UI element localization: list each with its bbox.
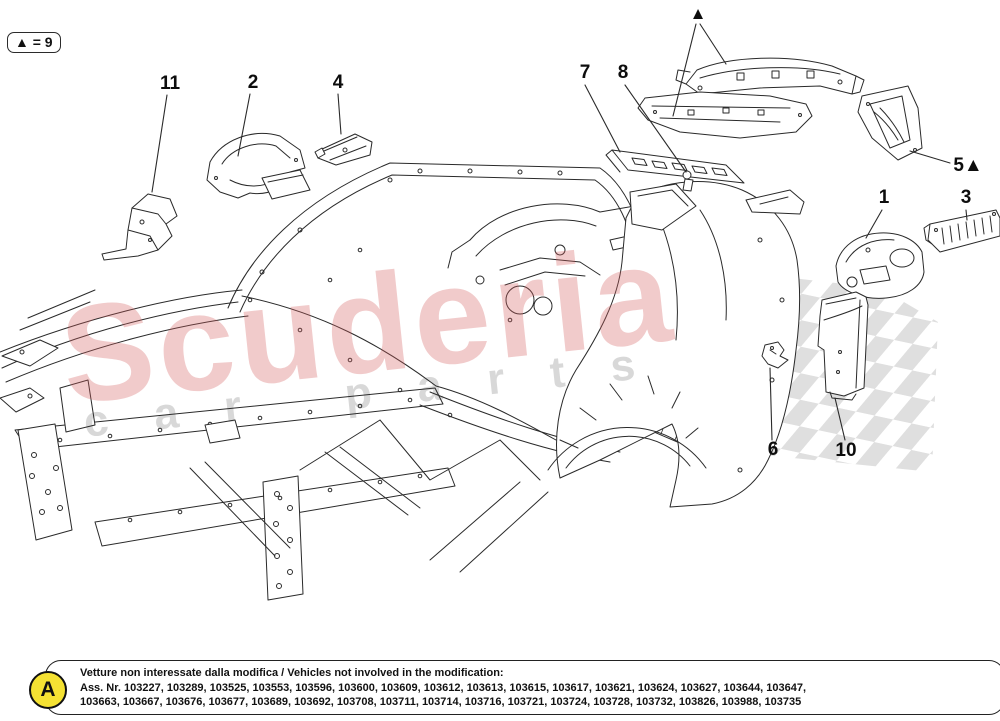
note-line2: Ass. Nr. 103227, 103289, 103525, 103553,… — [80, 681, 807, 694]
part-8-drawing — [682, 170, 694, 192]
rear-fender — [547, 181, 805, 508]
part-11-drawing — [101, 193, 178, 261]
part-1-drawing — [835, 232, 925, 299]
part-10-drawing — [817, 291, 869, 401]
callout-11: 11 — [159, 73, 181, 94]
callout-8: 8 — [617, 62, 629, 83]
callout-7: 7 — [579, 62, 591, 83]
part-9-crossmember-drawing — [675, 57, 865, 95]
callout-5: 5▲ — [953, 155, 983, 176]
note-line3: 103663, 103667, 103676, 103677, 103689, … — [80, 696, 802, 708]
part-2-drawing — [206, 133, 311, 200]
part-3-drawing — [923, 209, 1000, 253]
note-badge-a: A — [29, 671, 67, 709]
callout-3: 3 — [960, 187, 972, 208]
part-7-drawing — [605, 149, 745, 184]
modification-note: Vetture non interessate dalla modifica /… — [45, 660, 1000, 715]
triangle-marker-icon: ▲ — [689, 4, 707, 23]
chassis-frame — [0, 289, 549, 601]
part-9-rear-panel-drawing — [637, 91, 813, 139]
callout-6: 6 — [767, 439, 779, 460]
callout-2: 2 — [247, 72, 259, 93]
part-6-drawing — [761, 341, 789, 369]
triangle-legend: ▲ = 9 — [7, 32, 61, 53]
leader-lines — [151, 23, 968, 441]
part-5-drawing — [857, 85, 923, 161]
callout-4: 4 — [332, 72, 344, 93]
part-4-drawing — [314, 133, 373, 166]
note-title: Vetture non interessate dalla modifica /… — [80, 667, 504, 679]
callout-1: 1 — [878, 187, 890, 208]
callout-10: 10 — [835, 440, 857, 461]
